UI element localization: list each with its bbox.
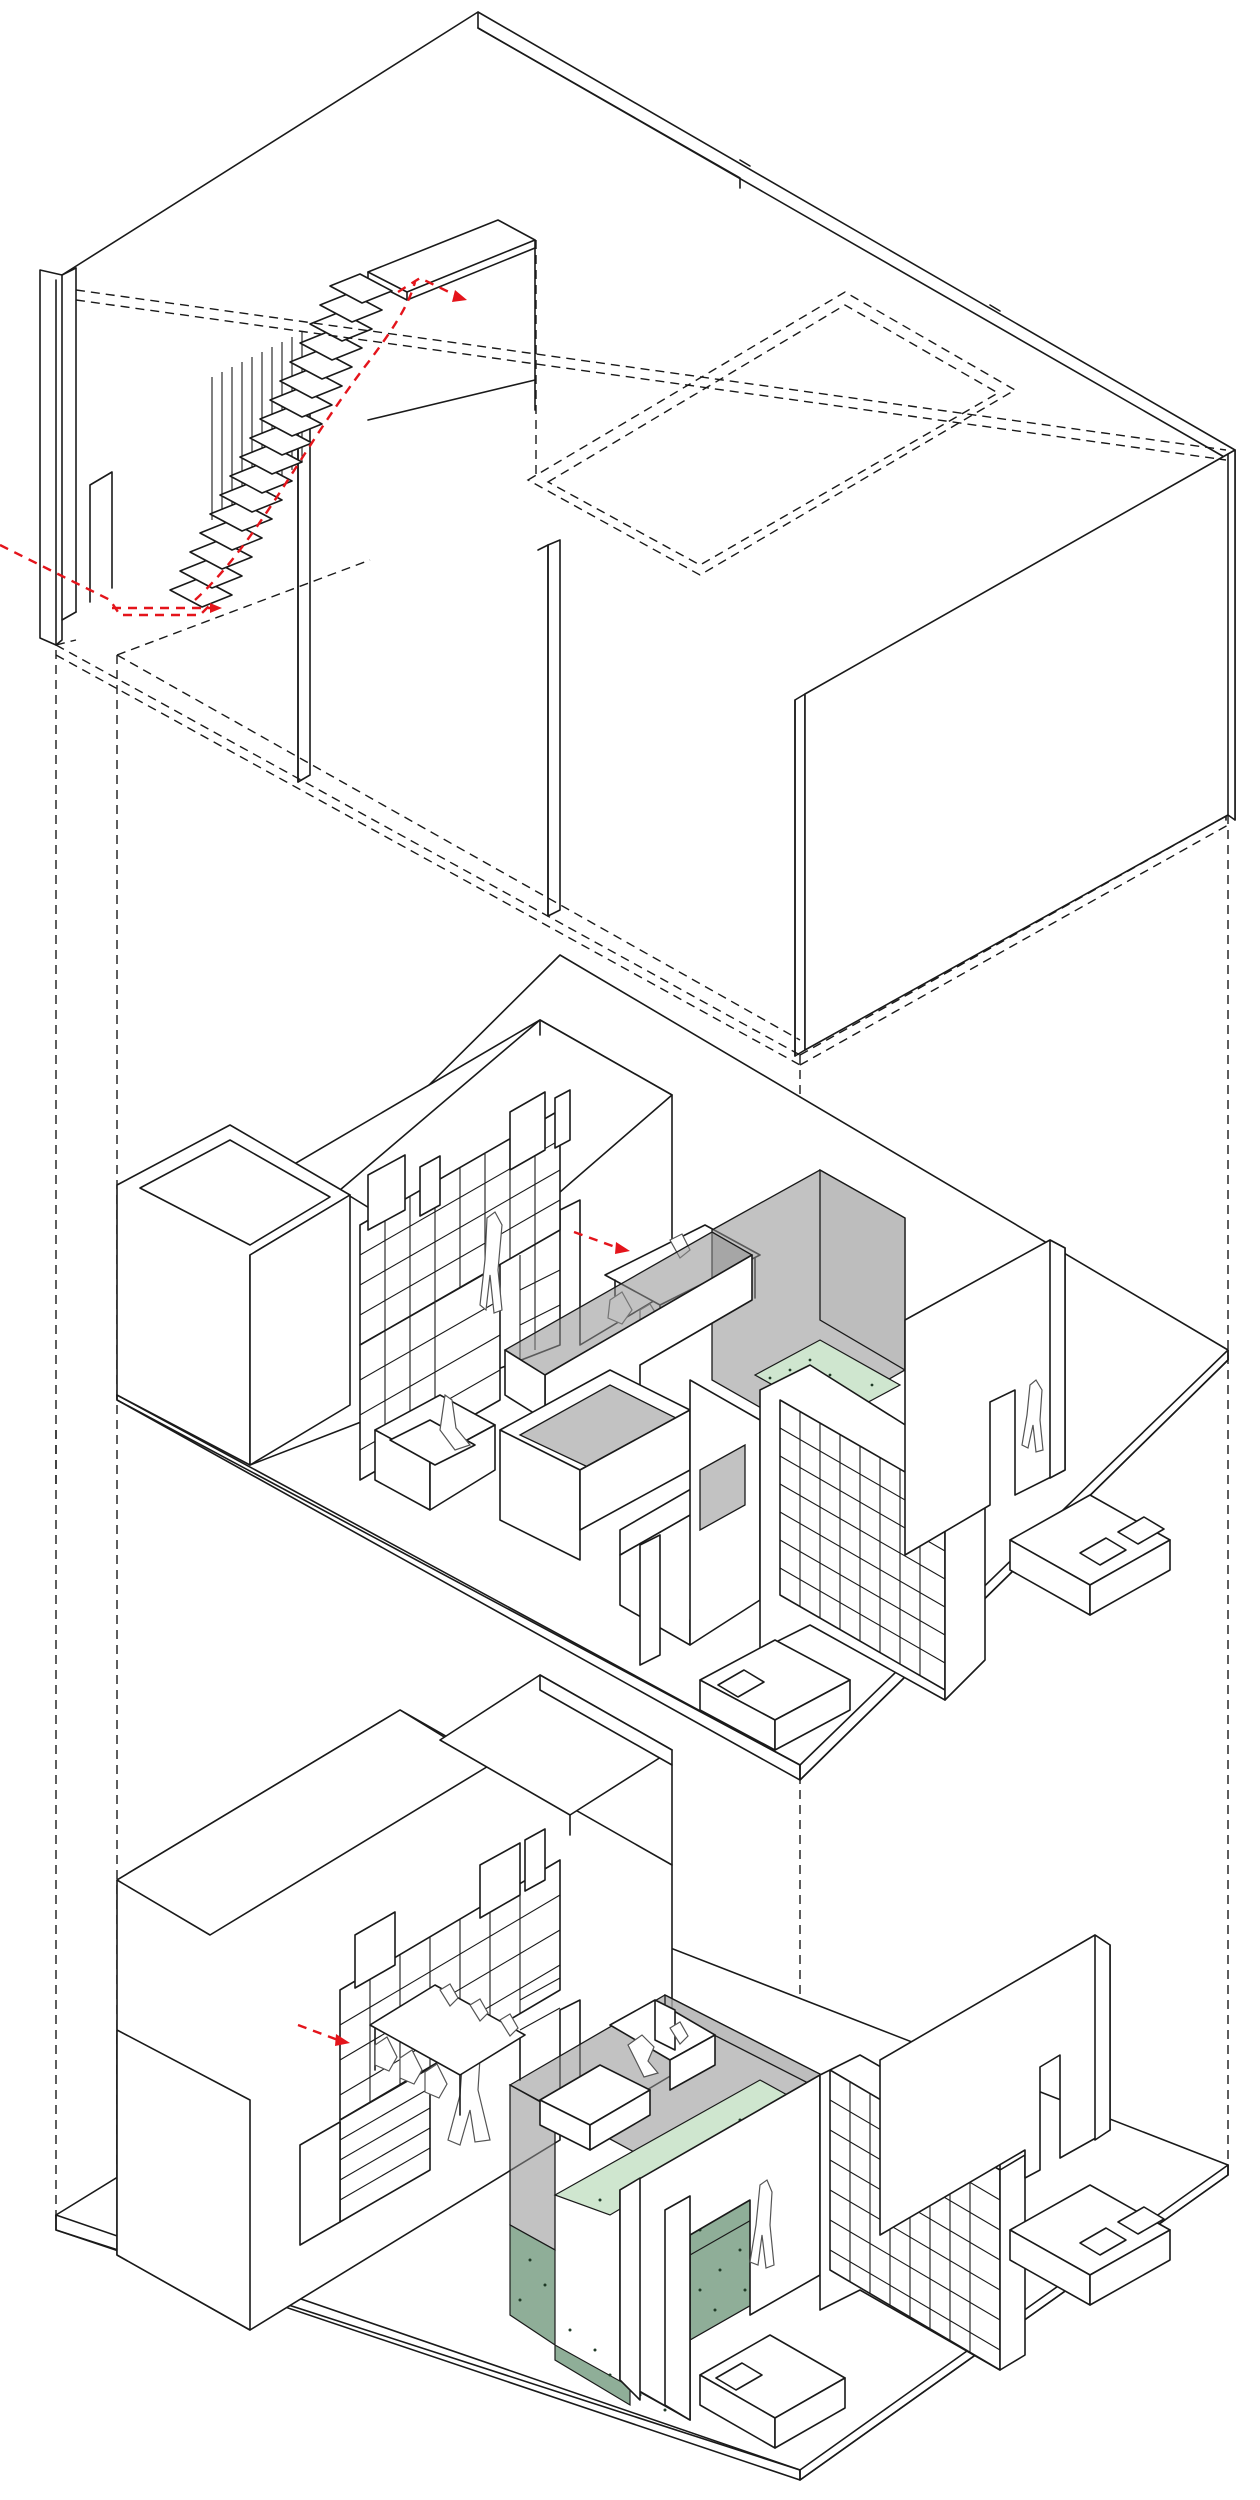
middle-standing-figure — [479, 1211, 503, 1314]
floating-staircase — [169, 273, 393, 608]
middle-glass-courtyard — [711, 1168, 906, 1431]
middle-back-shelving — [359, 1089, 571, 1346]
middle-grid-bookcase — [759, 1364, 986, 1701]
ground-front-wall — [619, 2074, 821, 2421]
middle-right-room — [904, 1239, 1171, 1616]
upper-floor-outline — [55, 289, 1229, 1066]
upper-level — [0, 11, 1236, 1066]
ground-front-bed — [699, 2334, 846, 2449]
circulation-arrow-middle — [573, 1230, 630, 1254]
ground-level — [55, 1674, 1229, 2481]
middle-central-wall — [619, 1379, 761, 1666]
middle-sofa — [374, 1393, 496, 1511]
ground-right-room — [879, 1934, 1171, 2306]
middle-level — [116, 954, 1229, 1781]
skylight-opening — [526, 291, 1017, 576]
middle-front-bed — [699, 1639, 851, 1751]
circulation-arrow-ground — [297, 2023, 350, 2046]
circulation-arrow-upper — [0, 276, 467, 617]
ground-dining-set — [369, 1983, 526, 2116]
